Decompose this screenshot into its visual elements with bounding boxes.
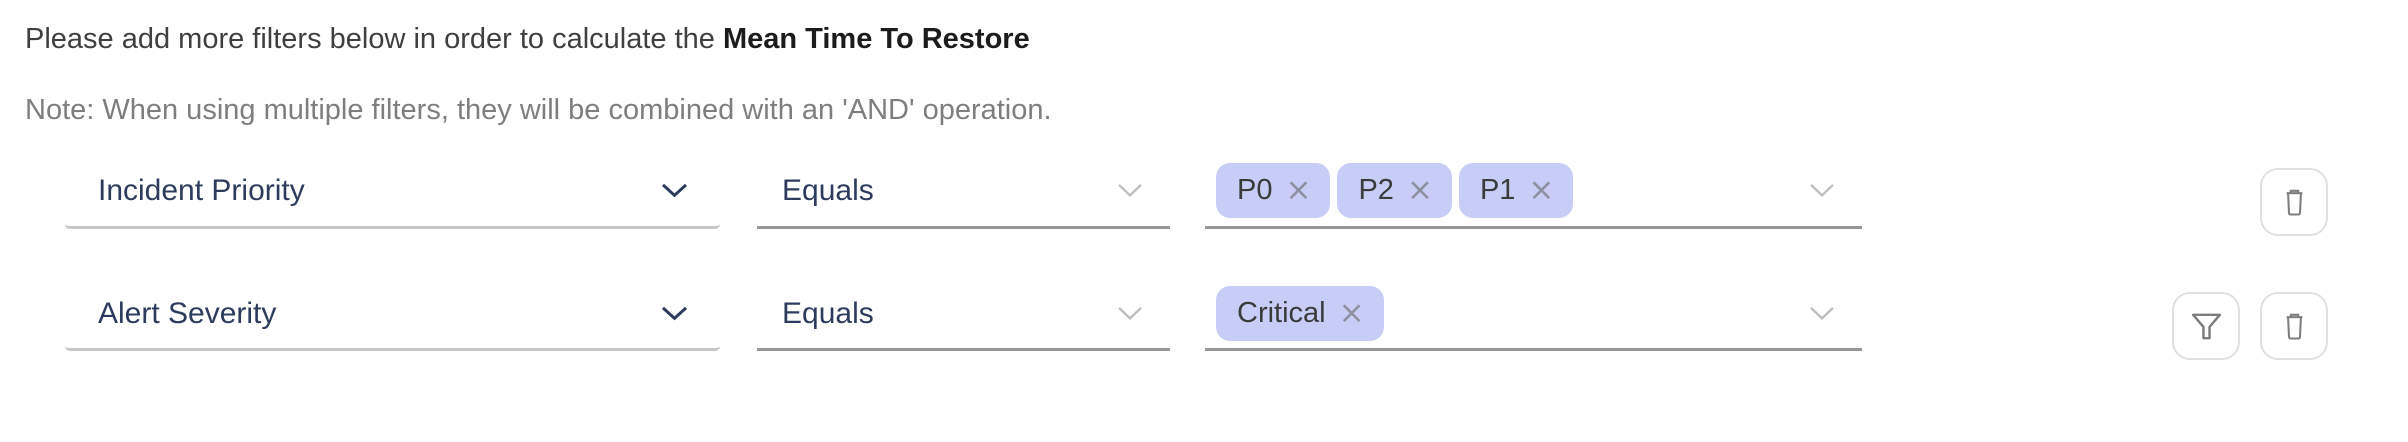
- value-tag: P2 ×: [1337, 163, 1452, 218]
- header-metric-name: Mean Time To Restore: [722, 23, 1030, 55]
- chevron-down-icon: [661, 183, 688, 197]
- field-select-row2[interactable]: Alert Severity: [65, 279, 720, 351]
- operator-select-row1[interactable]: Equals: [757, 155, 1170, 229]
- value-tag-label: P1: [1479, 174, 1516, 206]
- funnel-icon: [2191, 313, 2221, 339]
- chevron-down-icon: [661, 306, 688, 320]
- chevron-down-icon: [1810, 183, 1834, 197]
- values-multiselect-row2[interactable]: Critical ×: [1205, 279, 1862, 351]
- field-select-row1[interactable]: Incident Priority: [65, 155, 720, 229]
- trash-icon: [2286, 313, 2302, 340]
- value-tag: P0 ×: [1216, 163, 1331, 218]
- field-select-value: Alert Severity: [98, 296, 277, 330]
- field-select-value: Incident Priority: [98, 173, 305, 207]
- note-text: Note: When using multiple filters, they …: [25, 94, 1052, 126]
- value-tag-label: P2: [1358, 174, 1394, 206]
- trash-icon: [2286, 189, 2302, 216]
- value-tag: Critical ×: [1216, 286, 1384, 341]
- remove-tag-icon[interactable]: ×: [1406, 172, 1433, 208]
- value-tag-label: P0: [1237, 174, 1273, 206]
- apply-filter-button-row2[interactable]: [2172, 292, 2240, 360]
- selected-values: Critical ×: [1216, 286, 1384, 341]
- operator-select-row2[interactable]: Equals: [757, 279, 1170, 351]
- delete-filter-button-row2[interactable]: [2260, 292, 2328, 360]
- remove-tag-icon[interactable]: ×: [1528, 172, 1555, 208]
- operator-select-value: Equals: [782, 173, 874, 207]
- chevron-down-icon: [1118, 306, 1142, 320]
- chevron-down-icon: [1118, 183, 1142, 197]
- operator-select-value: Equals: [782, 296, 874, 330]
- delete-filter-button-row1[interactable]: [2260, 168, 2328, 236]
- chevron-down-icon: [1810, 306, 1834, 320]
- values-multiselect-row1[interactable]: P0 × P2 × P1 ×: [1205, 155, 1862, 229]
- header-intro: Please add more filters below in order t…: [25, 23, 723, 55]
- header-text: Please add more filters below in order t…: [25, 21, 1030, 57]
- selected-values: P0 × P2 × P1 ×: [1216, 163, 1574, 218]
- value-tag-label: Critical: [1237, 297, 1326, 329]
- remove-tag-icon[interactable]: ×: [1338, 295, 1365, 331]
- value-tag: P1 ×: [1458, 163, 1574, 218]
- remove-tag-icon[interactable]: ×: [1285, 172, 1312, 208]
